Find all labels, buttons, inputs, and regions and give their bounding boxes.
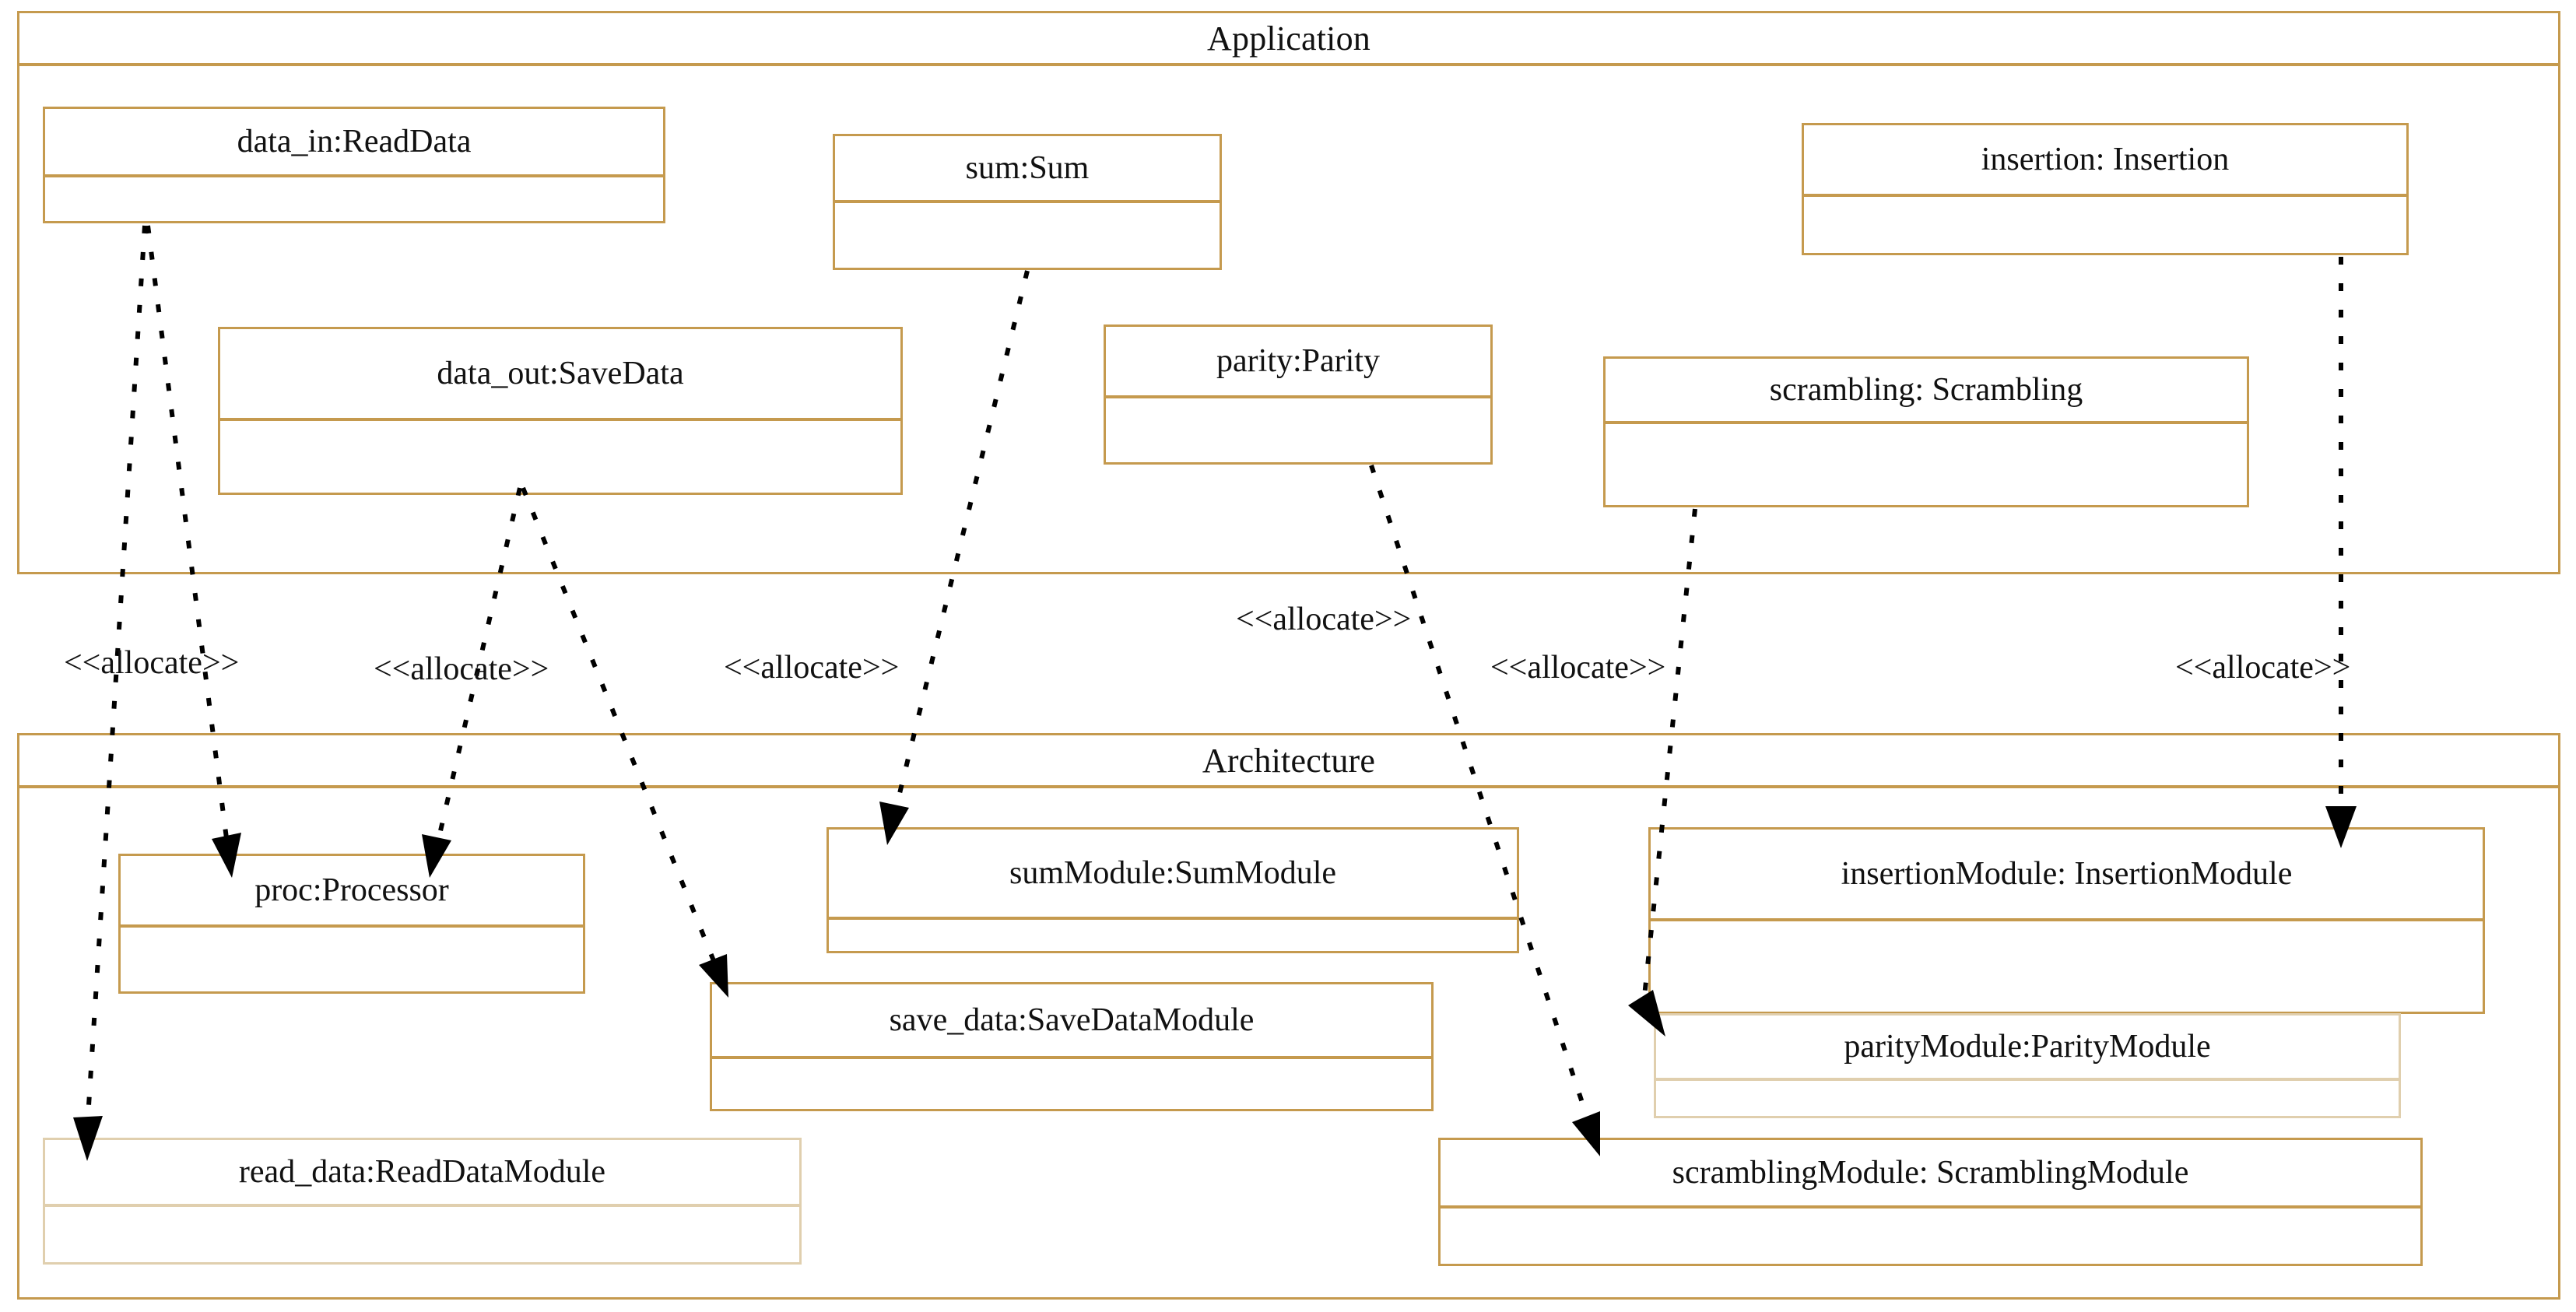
allocate-label-5: <<allocate>> [1490,650,1666,686]
part-scrambling-body [1606,424,2247,505]
part-proc-body [121,928,583,991]
allocate-label-1: <<allocate>> [64,645,240,681]
part-insertion-name-compartment: insertion: Insertion [1804,125,2406,197]
part-parity-module[interactable]: parityModule:ParityModule [1654,1013,2401,1118]
part-insertion-module-name-compartment: insertionModule: InsertionModule [1651,830,2483,921]
part-parity-body [1106,398,1490,462]
part-data-out[interactable]: data_out:SaveData [218,327,903,495]
package-architecture-header: Architecture [19,735,2558,788]
part-parity-name-compartment: parity:Parity [1106,327,1490,398]
allocate-label-6: <<allocate>> [2175,650,2351,686]
part-insertion-body [1804,197,2406,253]
part-save-data-module[interactable]: save_data:SaveDataModule [710,982,1434,1111]
part-parity-module-body [1656,1081,2399,1116]
part-data-in-label: data_in:ReadData [237,123,472,160]
part-sum-module-body [829,920,1517,951]
part-read-data-module-body [45,1207,799,1262]
part-scrambling-label: scrambling: Scrambling [1769,371,2083,408]
part-sum-name-compartment: sum:Sum [835,136,1220,203]
part-insertion-module-label: insertionModule: InsertionModule [1841,855,2293,892]
part-scrambling-module[interactable]: scramblingModule: ScramblingModule [1438,1138,2423,1266]
part-data-out-name-compartment: data_out:SaveData [220,329,900,421]
part-read-data-module-label: read_data:ReadDataModule [238,1153,606,1190]
part-proc-label: proc:Processor [254,872,449,908]
part-sum-module[interactable]: sumModule:SumModule [826,827,1519,953]
part-parity[interactable]: parity:Parity [1104,324,1493,465]
part-data-in-name-compartment: data_in:ReadData [45,109,663,177]
package-application-title: Application [1207,19,1370,58]
part-insertion[interactable]: insertion: Insertion [1802,123,2409,255]
part-parity-module-name-compartment: parityModule:ParityModule [1656,1016,2399,1081]
part-insertion-module[interactable]: insertionModule: InsertionModule [1648,827,2485,1014]
allocate-label-2: <<allocate>> [374,651,549,687]
part-save-data-module-body [712,1059,1431,1109]
part-sum-body [835,203,1220,268]
part-data-out-body [220,421,900,493]
part-sum-module-name-compartment: sumModule:SumModule [829,830,1517,920]
part-parity-label: parity:Parity [1216,342,1380,379]
part-data-in[interactable]: data_in:ReadData [43,107,665,223]
part-save-data-module-label: save_data:SaveDataModule [889,1002,1255,1038]
part-read-data-module[interactable]: read_data:ReadDataModule [43,1138,802,1265]
package-application: Application [17,11,2560,574]
part-read-data-module-name-compartment: read_data:ReadDataModule [45,1140,799,1207]
part-data-in-body [45,177,663,221]
part-insertion-label: insertion: Insertion [1981,141,2230,177]
part-save-data-module-name-compartment: save_data:SaveDataModule [712,984,1431,1059]
package-architecture: Architecture [17,733,2560,1300]
part-data-out-label: data_out:SaveData [437,355,684,391]
part-parity-module-label: parityModule:ParityModule [1844,1028,2211,1065]
part-scrambling-name-compartment: scrambling: Scrambling [1606,359,2247,424]
part-sum-module-label: sumModule:SumModule [1009,854,1337,891]
part-scrambling[interactable]: scrambling: Scrambling [1603,356,2249,507]
package-application-header: Application [19,13,2558,66]
allocate-label-4: <<allocate>> [1236,602,1412,637]
part-sum[interactable]: sum:Sum [833,134,1222,270]
part-proc[interactable]: proc:Processor [118,854,585,994]
package-architecture-title: Architecture [1202,741,1376,780]
part-proc-name-compartment: proc:Processor [121,856,583,928]
part-scrambling-module-label: scramblingModule: ScramblingModule [1672,1154,2189,1191]
part-scrambling-module-body [1441,1209,2420,1264]
part-sum-label: sum:Sum [965,149,1090,186]
part-insertion-module-body [1651,921,2483,1012]
part-scrambling-module-name-compartment: scramblingModule: ScramblingModule [1441,1140,2420,1209]
allocate-label-3: <<allocate>> [724,650,900,686]
